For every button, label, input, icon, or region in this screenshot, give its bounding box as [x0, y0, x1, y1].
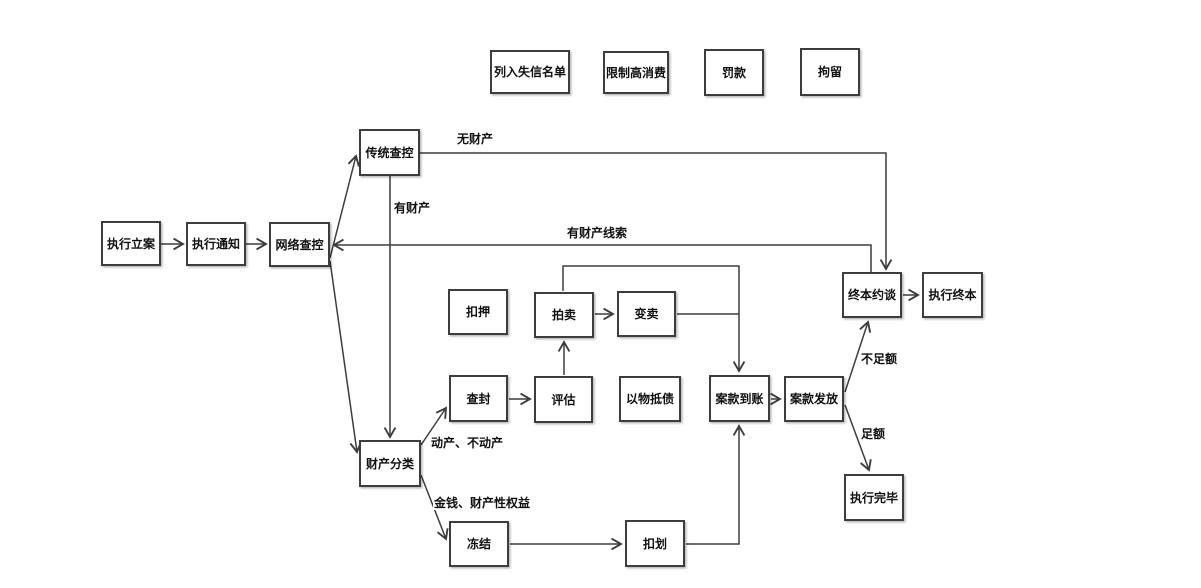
node-label-detention: 拘留	[817, 65, 842, 79]
node-label-impound: 扣押	[465, 305, 490, 319]
node-online-inquiry[interactable]: 网络查控	[269, 222, 330, 267]
node-label-traditional-inquiry: 传统查控	[365, 145, 414, 160]
edge-label-property-clue: 有财产线索	[566, 226, 629, 241]
node-traditional-inquiry[interactable]: 传统查控	[359, 129, 420, 176]
edge-clue-back-to-online	[332, 238, 872, 272]
node-label-sell-off: 变卖	[634, 307, 659, 321]
node-sell-off[interactable]: 变卖	[617, 291, 676, 337]
node-fine[interactable]: 罚款	[704, 49, 764, 96]
edge-sufficient-to-completed	[844, 404, 872, 472]
node-label-final-case-interview: 终本约谈	[847, 288, 896, 302]
edge-label-sufficient-amount: 足额	[860, 427, 887, 442]
node-label-execution-completed: 执行完毕	[849, 490, 898, 505]
node-label-blacklist: 列入失信名单	[493, 65, 566, 79]
node-final-case-interview[interactable]: 终本约谈	[842, 272, 902, 318]
node-execution-notice[interactable]: 执行通知	[186, 222, 246, 266]
node-property-classification[interactable]: 财产分类	[359, 440, 421, 487]
node-label-funds-distribution: 案款发放	[789, 392, 838, 406]
edge-online-to-classification	[329, 260, 362, 454]
node-blacklist[interactable]: 列入失信名单	[490, 50, 570, 94]
node-label-execution-final: 执行终本	[928, 288, 977, 302]
edge-label-money-rights: 金钱、财产性权益	[433, 496, 532, 511]
node-freeze[interactable]: 冻结	[449, 521, 509, 567]
node-auction[interactable]: 拍卖	[534, 292, 594, 338]
node-label-case-filing: 执行立案	[106, 236, 155, 251]
node-label-restrict-high-consumption: 限制高消费	[605, 65, 666, 80]
node-restrict-high-consumption[interactable]: 限制高消费	[603, 51, 669, 94]
node-label-fine: 罚款	[721, 65, 746, 80]
node-label-deduction: 扣划	[642, 536, 667, 551]
edge-deduction-to-funds-received	[686, 424, 746, 545]
node-execution-completed[interactable]: 执行完毕	[844, 474, 904, 521]
node-funds-distribution[interactable]: 案款发放	[784, 376, 844, 422]
edge-insufficient-to-interview	[844, 320, 872, 393]
node-funds-received[interactable]: 案款到账	[709, 375, 770, 422]
edges-group	[161, 152, 920, 551]
node-label-execution-notice: 执行通知	[191, 237, 240, 251]
node-case-filing[interactable]: 执行立案	[101, 221, 161, 266]
node-label-freeze: 冻结	[466, 537, 491, 551]
node-label-auction: 拍卖	[551, 308, 576, 322]
node-impound[interactable]: 扣押	[448, 289, 508, 335]
node-label-appraisal: 评估	[551, 392, 576, 407]
node-label-debt-in-kind: 以物抵债	[625, 392, 674, 406]
edge-classification-to-sealing	[420, 406, 448, 446]
node-detention[interactable]: 拘留	[800, 48, 860, 96]
node-appraisal[interactable]: 评估	[534, 376, 593, 423]
edge-no-property-to-interview	[420, 152, 893, 271]
edge-label-movable-immovable: 动产、不动产	[430, 436, 505, 451]
node-label-online-inquiry: 网络查控	[275, 237, 324, 252]
node-debt-in-kind[interactable]: 以物抵债	[619, 376, 681, 422]
node-label-funds-received: 案款到账	[715, 391, 764, 406]
edge-label-insufficient-amount: 不足额	[860, 352, 899, 367]
edge-auction-to-funds-received	[562, 265, 746, 373]
edge-online-to-traditional	[329, 154, 360, 259]
edge-label-no-property: 无财产	[456, 132, 495, 147]
node-sealing[interactable]: 查封	[449, 375, 508, 422]
node-execution-final[interactable]: 执行终本	[922, 272, 983, 318]
edge-label-has-property: 有财产	[393, 201, 432, 216]
node-label-sealing: 查封	[466, 391, 491, 406]
node-label-property-classification: 财产分类	[365, 456, 414, 471]
node-deduction[interactable]: 扣划	[625, 520, 685, 567]
